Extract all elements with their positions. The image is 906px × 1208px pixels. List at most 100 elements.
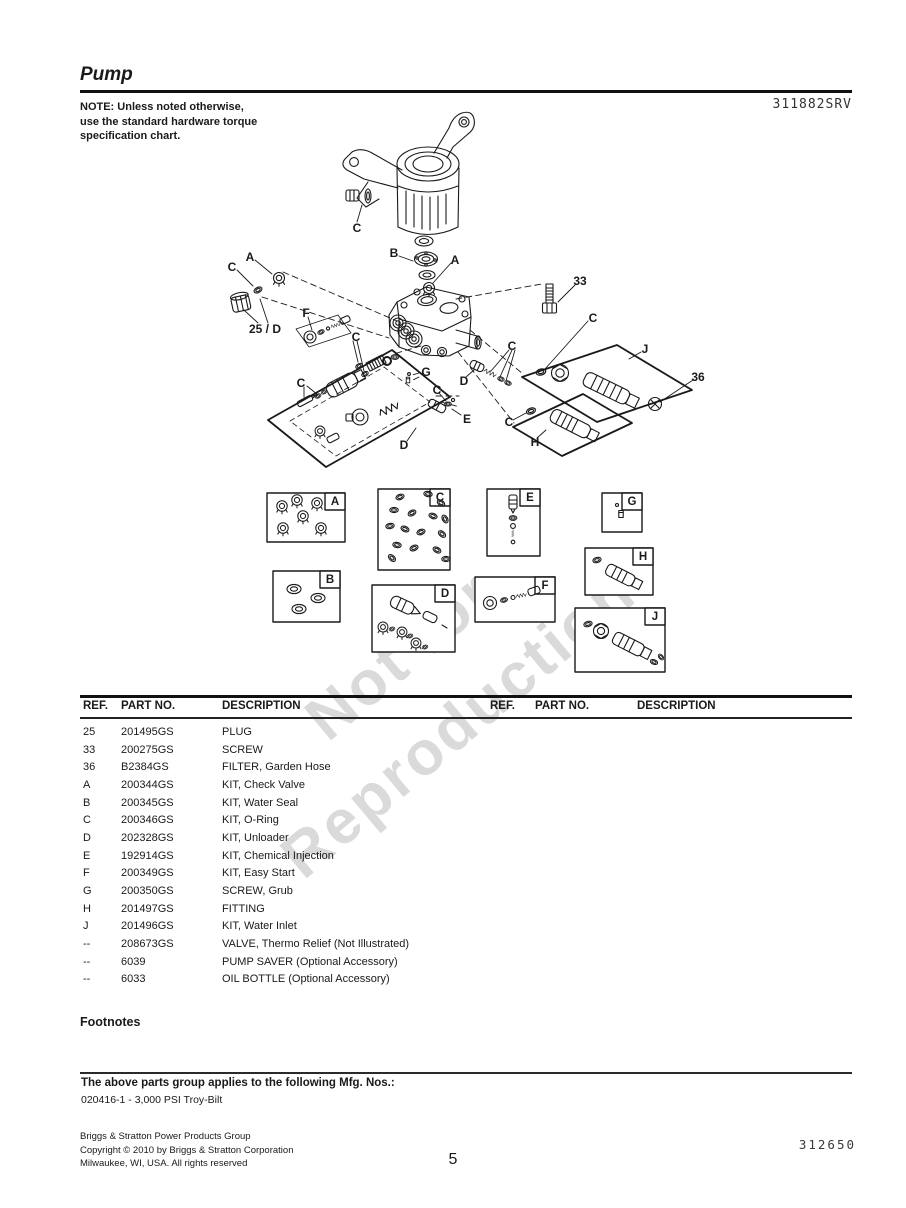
- desc-cell: KIT, Check Valve: [222, 778, 305, 791]
- col-header-ref: REF.: [83, 700, 108, 712]
- callout-d: D: [459, 374, 469, 388]
- construction-lines: [261, 271, 543, 424]
- table-row: J 201496GS KIT, Water Inlet: [80, 918, 852, 936]
- part-cell: 200350GS: [121, 885, 174, 898]
- page-number: 5: [448, 1151, 458, 1168]
- crankcase-housing: [342, 111, 475, 235]
- torque-note: NOTE: Unless noted otherwise, use the st…: [80, 100, 257, 144]
- box-label-b: B: [325, 574, 335, 586]
- callout-j: J: [641, 342, 649, 356]
- desc-cell: KIT, Unloader: [222, 831, 289, 844]
- callout-g: G: [421, 365, 431, 379]
- table-row: F 200349GS KIT, Easy Start: [80, 865, 852, 883]
- seal-stack: [413, 235, 439, 297]
- part-cell: 200346GS: [121, 814, 174, 827]
- desc-cell: KIT, Water Inlet: [222, 920, 297, 933]
- ref-cell: 25: [83, 725, 96, 738]
- part-cell: 200344GS: [121, 778, 174, 791]
- part-cell: 200275GS: [121, 743, 174, 756]
- callout-c: C: [352, 221, 362, 235]
- desc-cell: OIL BOTTLE (Optional Accessory): [222, 973, 390, 986]
- box-label-e: E: [526, 492, 534, 504]
- desc-cell: SCREW, Grub: [222, 885, 293, 898]
- desc-cell: SCREW: [222, 743, 263, 756]
- callout-h: H: [530, 435, 540, 449]
- desc-cell: FILTER, Garden Hose: [222, 761, 331, 774]
- ref-cell: --: [83, 938, 91, 951]
- part-cell: 200349GS: [121, 867, 174, 880]
- callout-33: 33: [573, 274, 587, 288]
- part-cell: 202328GS: [121, 831, 174, 844]
- desc-cell: PLUG: [222, 725, 252, 738]
- callout-b: B: [389, 246, 399, 260]
- ref-cell: --: [83, 973, 91, 986]
- footnotes-heading: Footnotes: [80, 1015, 141, 1029]
- table-row: 33 200275GS SCREW: [80, 741, 852, 759]
- callout-d: D: [399, 438, 409, 452]
- exploded-parts-diagram: [229, 111, 694, 673]
- easy-start-parts: [295, 314, 352, 348]
- ref-cell: --: [83, 955, 91, 968]
- desc-cell: KIT, Water Seal: [222, 796, 299, 809]
- callout-e: E: [462, 412, 472, 426]
- parts-table-header: REF. PART NO. DESCRIPTION REF. PART NO. …: [80, 695, 852, 719]
- note-line: NOTE: Unless noted otherwise,: [80, 101, 244, 113]
- desc-cell: FITTING: [222, 902, 265, 915]
- table-row: H 201497GS FITTING: [80, 900, 852, 918]
- box-label-j: J: [651, 611, 659, 623]
- ref-cell: F: [83, 867, 90, 880]
- note-line: use the standard hardware torque: [80, 115, 258, 128]
- table-row: -- 6033 OIL BOTTLE (Optional Accessory): [80, 971, 852, 989]
- form-code: 312650: [798, 1137, 856, 1152]
- title-rule: [80, 90, 852, 93]
- callout-f: F: [302, 306, 310, 320]
- detail-box-contents: [276, 490, 666, 666]
- callout-c: C: [507, 339, 517, 353]
- desc-cell: VALVE, Thermo Relief (Not Illustrated): [222, 938, 410, 951]
- callout-25-d: 25 / D: [248, 322, 282, 336]
- box-label-g: G: [627, 496, 637, 508]
- box-label-f: F: [541, 580, 549, 592]
- footer-line: Copyright © 2010 by Briggs & Stratton Co…: [80, 1144, 294, 1156]
- document-number: 311882SRV: [772, 97, 852, 112]
- callout-c: C: [432, 383, 442, 397]
- callout-a: A: [245, 250, 255, 264]
- leader-lines: [236, 204, 694, 442]
- note-line: specification chart.: [80, 130, 181, 142]
- col-header-ref: REF.: [490, 700, 515, 712]
- col-header-desc: DESCRIPTION: [637, 700, 716, 712]
- ref-cell: B: [83, 796, 91, 809]
- ref-cell: D: [83, 831, 91, 844]
- part-cell: B2384GS: [121, 761, 169, 774]
- col-header-part: PART NO.: [121, 700, 176, 712]
- box-label-c: C: [435, 492, 445, 504]
- applies-line: The above parts group applies to the fol…: [81, 1077, 395, 1089]
- bolt-33: [541, 283, 558, 314]
- callout-c: C: [296, 376, 306, 390]
- ref-cell: H: [83, 902, 91, 915]
- col-header-part: PART NO.: [535, 700, 590, 712]
- callout-c: C: [504, 415, 514, 429]
- ref-cell: 33: [83, 743, 96, 756]
- ref-cell: E: [83, 849, 91, 862]
- part-cell: 6033: [121, 973, 146, 986]
- footer: Briggs & Stratton Power Products Group C…: [80, 1130, 293, 1171]
- table-row: D 202328GS KIT, Unloader: [80, 829, 852, 847]
- part-cell: 6039: [121, 955, 146, 968]
- box-label-h: H: [638, 551, 648, 563]
- part-cell: 201497GS: [121, 902, 174, 915]
- part-cell: 201496GS: [121, 920, 174, 933]
- small-assemblies: [405, 359, 513, 414]
- ref-cell: J: [83, 920, 89, 933]
- desc-cell: KIT, Easy Start: [222, 867, 295, 880]
- pump-manifold: [388, 286, 482, 358]
